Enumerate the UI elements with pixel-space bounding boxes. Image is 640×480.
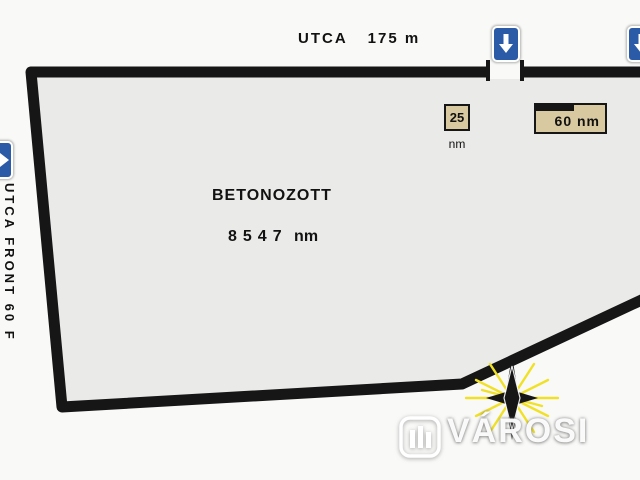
building-small-unit: nm (448, 137, 466, 151)
plot-area-label: 8547 nm (228, 228, 318, 246)
plot-boundary (25, 66, 640, 413)
arrow-right-icon (0, 153, 9, 167)
compass-star (486, 356, 538, 440)
building-small-value: 25 (449, 110, 465, 125)
watermark-brand: VÁROSI (447, 412, 590, 450)
plot-area-unit: nm (294, 228, 319, 245)
arrow-down-icon (634, 34, 640, 52)
street-length: 175 m (367, 30, 421, 47)
gate-opening (486, 60, 524, 81)
building-large-wall (534, 103, 574, 111)
entrance-arrow-right (627, 26, 640, 62)
compass-star-inner (503, 365, 521, 431)
street-label-top: UTCA 175 m (298, 30, 420, 47)
plot-area-value: 8547 (228, 228, 288, 245)
arrow-down-icon (499, 34, 513, 53)
plot-surface-label: BETONOZOTT (212, 187, 332, 204)
street-label-left: UTCA FRONT 60 F (2, 183, 17, 342)
building-large-label: 60 nm (554, 113, 600, 129)
entrance-arrow-left (0, 141, 13, 179)
entrance-arrow-top (492, 26, 520, 62)
street-name: UTCA (298, 30, 348, 47)
building-small: 25 (444, 104, 470, 131)
compass-rose-icon (464, 356, 560, 440)
building-large: 60 nm (534, 103, 607, 134)
building-logo-icon (399, 416, 441, 458)
